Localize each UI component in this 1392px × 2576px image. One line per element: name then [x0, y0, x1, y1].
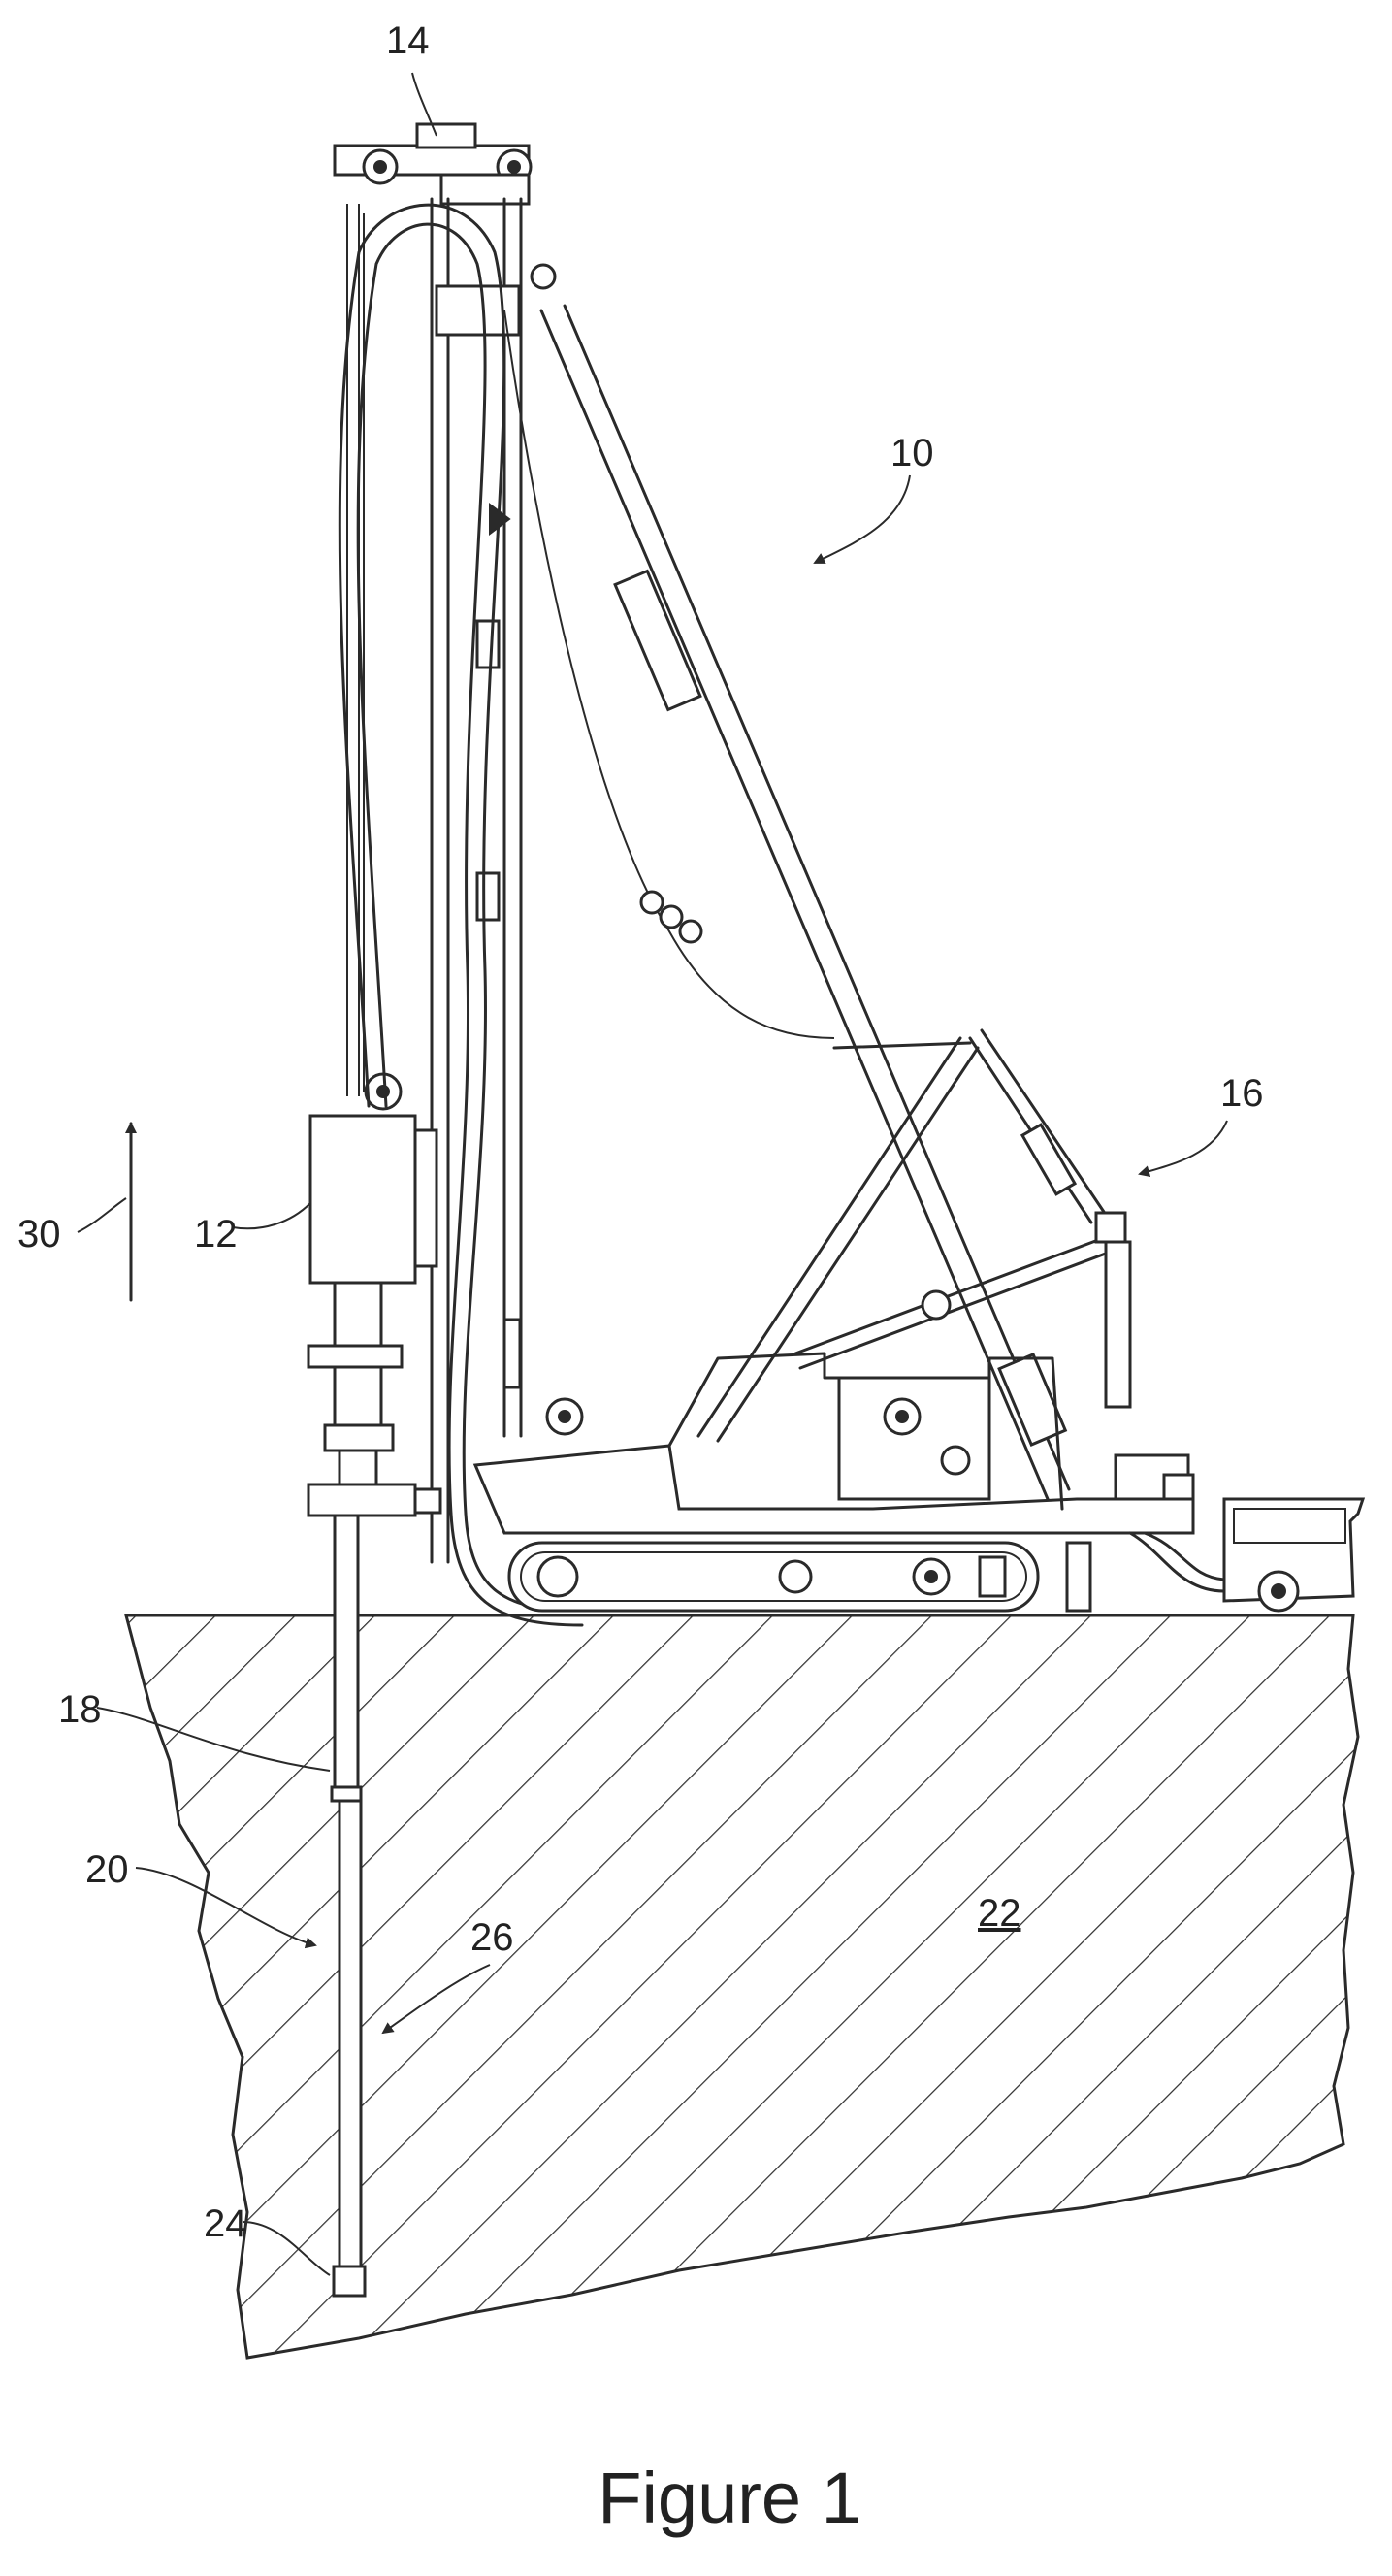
- rotary-head-housing: [310, 1116, 415, 1283]
- label-head: 12: [194, 1213, 238, 1255]
- figure-caption: Figure 1: [598, 2458, 860, 2538]
- label-bore: 26: [470, 1916, 514, 1959]
- pipe-lower-section: [340, 1801, 361, 2266]
- pipe-joint: [332, 1787, 361, 1801]
- cab-window: [839, 1378, 989, 1499]
- label-ground: 22: [978, 1892, 1021, 1935]
- ground-section: [126, 1615, 1358, 2358]
- label-pipe-upper: 18: [58, 1688, 102, 1731]
- boom: [504, 306, 1069, 1499]
- label-pipe-lower: 20: [85, 1848, 129, 1891]
- label-tip: 24: [204, 2202, 247, 2245]
- carrier-body: [475, 1291, 1193, 1533]
- label-crown: 14: [386, 19, 430, 62]
- label-rig: 10: [890, 432, 934, 474]
- label-carrier: 16: [1220, 1072, 1264, 1115]
- rotary-head: [308, 1116, 440, 1516]
- crawler-track: [509, 1543, 1090, 1611]
- pipe-upper-section: [335, 1516, 358, 1787]
- carrier-deck: [475, 1446, 1193, 1533]
- label-direction: 30: [17, 1213, 61, 1255]
- pipe-tip: [334, 2266, 365, 2296]
